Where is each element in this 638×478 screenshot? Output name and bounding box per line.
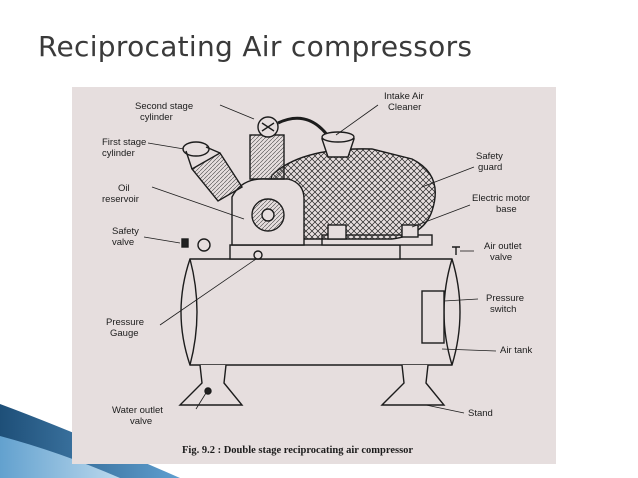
second-stage-cylinder [249,134,285,180]
pressure-switch-housing [421,290,445,344]
figure-caption: Fig. 9.2 : Double stage reciprocating ai… [182,445,413,456]
label-water-outlet-valve: Water outlet valve [112,405,166,427]
first-stage-cylinder [190,152,243,202]
tank-stand-right [380,364,446,406]
label-pressure-switch: Pressure switch [486,293,527,315]
air-outlet-valve [452,246,460,255]
label-oil-reservoir: Oil reservoir [102,183,139,205]
label-second-stage-cylinder: Second stage cylinder [135,101,196,123]
compressor-diagram: Second stage cylinder First stage cylind… [72,87,556,464]
compressor-drawing: Second stage cylinder First stage cylind… [102,91,533,456]
label-air-tank: Air tank [500,345,532,356]
slide-title: Reciprocating Air compressors [38,30,473,63]
label-intake-air-cleaner: Intake Air Cleaner [384,91,426,113]
label-electric-motor-base: Electric motor base [472,193,533,215]
compressor-base-plate [229,244,401,260]
air-tank [180,258,461,366]
safety-valve-body [197,238,211,252]
label-safety-valve: Safety valve [112,226,142,248]
tank-stand-left [178,364,244,406]
label-air-outlet-valve: Air outlet valve [484,241,524,263]
leader-lines [143,104,497,414]
pressure-switch-box [327,224,347,240]
label-safety-guard: Safety guard [476,151,506,173]
label-first-stage-cylinder: First stage cylinder [102,137,149,159]
label-pressure-gauge: Pressure Gauge [106,317,147,339]
pressure-gauge-dial [253,250,263,260]
label-stand: Stand [468,408,493,419]
